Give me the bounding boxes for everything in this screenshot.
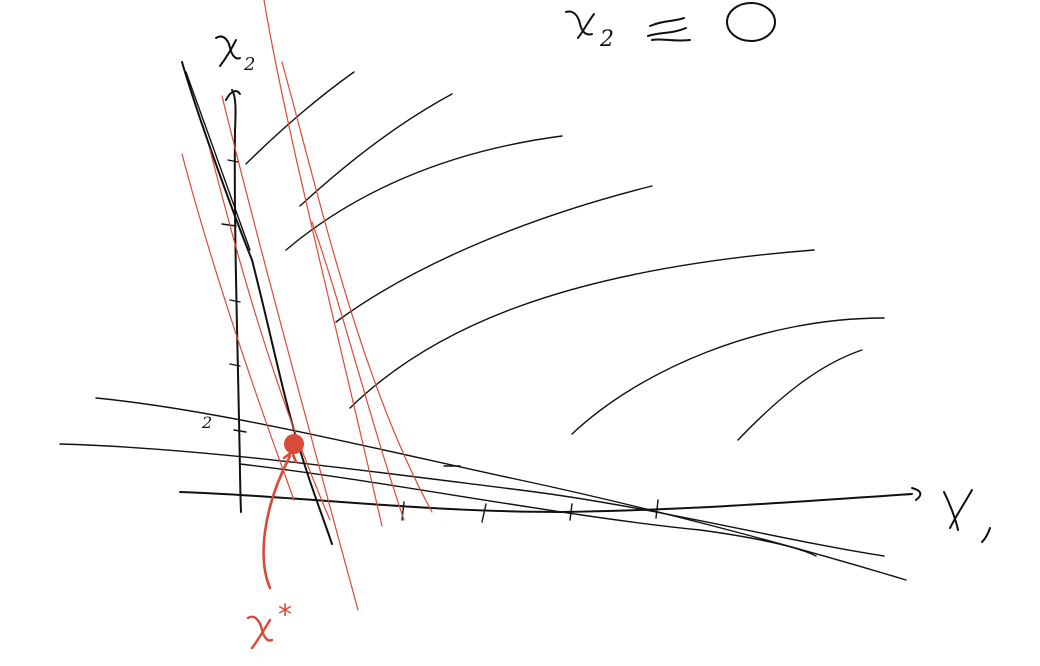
x-ticks xyxy=(401,499,659,523)
x1-stroke-1 xyxy=(943,491,959,531)
x-tick xyxy=(655,499,659,519)
objective-line xyxy=(281,61,433,513)
hatch-line xyxy=(737,349,863,441)
constraint-x-stroke-2 xyxy=(577,13,595,39)
y-tick xyxy=(227,159,239,163)
objective-line xyxy=(221,95,359,611)
hatch-line xyxy=(335,185,653,323)
constraint-line-steep-2 xyxy=(185,71,251,251)
feasible-region-hatching xyxy=(245,71,885,441)
constraint-line-shallow-3 xyxy=(239,463,817,557)
optimal-pointer-arrow xyxy=(262,454,292,590)
x1-stroke-2 xyxy=(949,489,973,529)
zero-circle xyxy=(726,2,776,42)
objective-lines xyxy=(181,0,433,611)
objective-line xyxy=(181,153,295,501)
hatch-line xyxy=(245,71,355,165)
x-tick xyxy=(569,503,573,521)
geq-sign xyxy=(647,17,691,42)
objective-line xyxy=(263,0,383,527)
y-label-subscript: 2 xyxy=(243,54,255,75)
constraint-lines xyxy=(59,61,907,581)
constraint-x-stroke-1 xyxy=(565,10,593,36)
objective-line xyxy=(311,221,405,521)
optimum-x-stroke-1 xyxy=(246,615,274,642)
x-axis-arrowhead xyxy=(911,487,922,501)
y-tick-label-2: 2 xyxy=(201,413,212,432)
y-tick xyxy=(221,223,237,227)
optimal-point xyxy=(284,434,304,454)
hatch-line xyxy=(571,317,885,435)
optimal-pointer-arrowhead xyxy=(282,449,298,464)
x-axis-label xyxy=(943,489,991,543)
hatch-line xyxy=(349,249,815,409)
constraint-line-shallow-2 xyxy=(59,443,885,557)
constraint-label: 2 xyxy=(565,2,776,52)
y-axis-label: 2 xyxy=(215,35,255,75)
y-tick xyxy=(233,429,247,433)
optimum-x-stroke-2 xyxy=(250,618,272,650)
hatch-line xyxy=(299,93,453,207)
x-tick xyxy=(401,501,405,521)
x-tick xyxy=(481,503,487,523)
y-label-x-stroke-2 xyxy=(219,39,237,67)
optimum-label: * xyxy=(246,598,292,650)
optimum-star: * xyxy=(278,598,292,631)
constraint-subscript: 2 xyxy=(599,27,614,52)
constraint-line-shallow-1 xyxy=(95,397,907,581)
y-label-x-stroke-1 xyxy=(215,35,241,60)
x1-subscript-stroke xyxy=(981,527,991,543)
constraint-line-steep xyxy=(181,61,333,545)
y-tick xyxy=(229,363,241,367)
y-ticks xyxy=(221,159,247,433)
hatch-line xyxy=(285,135,563,251)
y-tick xyxy=(229,299,241,303)
y-axis-arrowhead xyxy=(225,90,241,101)
objective-line xyxy=(209,149,331,521)
